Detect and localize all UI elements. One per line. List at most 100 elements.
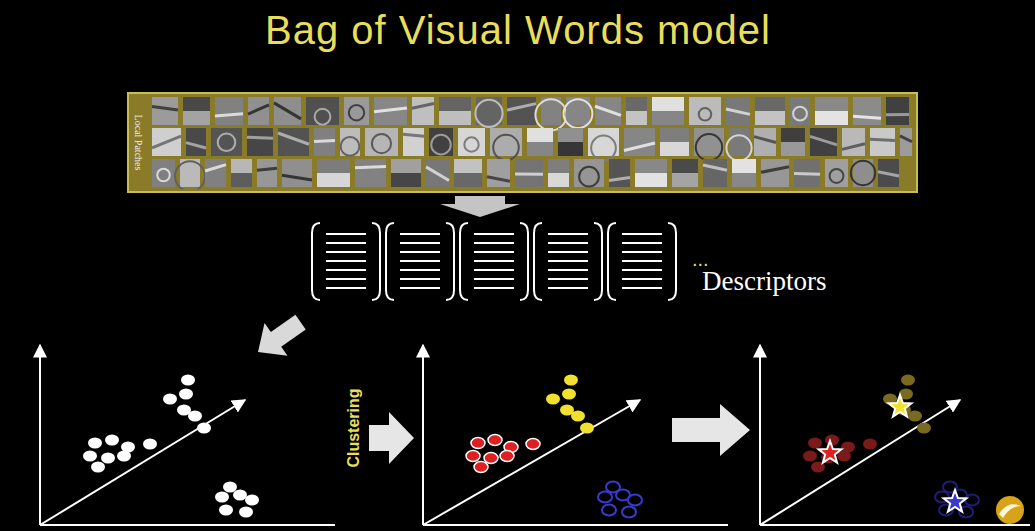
- image-patch: [507, 97, 536, 125]
- data-point: [628, 495, 642, 506]
- bracket: [446, 223, 454, 300]
- image-patch: [317, 159, 350, 187]
- patch-texture: [355, 166, 386, 167]
- centroid-star: [819, 441, 842, 463]
- patch-band: Local Patches: [127, 92, 918, 193]
- descriptor-line: [622, 278, 662, 280]
- data-point: [179, 389, 193, 400]
- patch-texture: [247, 137, 273, 138]
- image-patch: [314, 128, 335, 156]
- descriptor-line: [400, 251, 440, 253]
- bracket: [608, 223, 616, 300]
- image-patch: [853, 97, 881, 125]
- bracket: [534, 223, 542, 300]
- image-patch: [231, 159, 252, 187]
- bracket: [460, 223, 468, 300]
- image-patch: [815, 97, 848, 125]
- patch-texture: [152, 136, 181, 148]
- patch-texture: [464, 137, 478, 151]
- descriptor-vectors: [312, 223, 676, 300]
- patch-texture: [900, 136, 912, 142]
- patch-texture: [851, 161, 875, 185]
- image-patch: [183, 97, 210, 125]
- data-point: [484, 453, 498, 464]
- patch-texture: [317, 173, 350, 187]
- descriptor-line: [474, 278, 514, 280]
- image-patch: [426, 159, 449, 187]
- descriptor-line: [326, 233, 366, 235]
- image-patch: [205, 159, 226, 187]
- descriptor-line: [622, 233, 662, 235]
- descriptor-line: [326, 242, 366, 244]
- patch-texture: [218, 134, 236, 152]
- image-patch: [660, 128, 689, 156]
- image-patch: [412, 97, 434, 125]
- image-patch: [274, 97, 301, 125]
- descriptor-line: [548, 269, 588, 271]
- patch-texture: [548, 173, 569, 187]
- image-patch: [306, 97, 339, 125]
- image-patch: [340, 128, 360, 156]
- patch-texture: [558, 142, 583, 156]
- bracket: [386, 223, 394, 300]
- image-patch: [391, 159, 421, 187]
- centroid-star: [889, 395, 912, 417]
- image-patch: [248, 97, 269, 125]
- image-patch: [870, 128, 895, 156]
- patch-texture: [183, 111, 210, 125]
- image-patch: [344, 97, 369, 125]
- image-patch: [152, 97, 178, 125]
- patch-texture: [726, 109, 750, 114]
- bracket: [668, 223, 676, 300]
- data-point: [223, 482, 237, 493]
- patch-texture: [507, 104, 536, 110]
- patch-texture: [794, 172, 820, 176]
- data-point: [562, 389, 576, 400]
- patch-texture: [426, 167, 449, 181]
- patch-texture: [152, 106, 178, 110]
- image-patch: [754, 128, 776, 156]
- patch-texture: [703, 165, 727, 170]
- descriptor-line: [548, 278, 588, 280]
- data-point: [117, 451, 131, 462]
- descriptor-line: [326, 287, 366, 289]
- data-point: [546, 394, 560, 405]
- bracket: [372, 223, 380, 300]
- image-patch: [794, 159, 820, 187]
- image-patch: [635, 159, 667, 187]
- data-point: [215, 492, 229, 503]
- patch-texture: [282, 175, 312, 180]
- patch-texture: [314, 140, 335, 141]
- data-point: [500, 451, 514, 462]
- data-point: [101, 453, 115, 464]
- patch-texture: [626, 111, 647, 125]
- data-point: [181, 375, 195, 386]
- image-patch: [761, 159, 789, 187]
- image-patch: [624, 128, 655, 156]
- band-ground: [128, 93, 917, 192]
- data-point: [188, 411, 202, 422]
- logo: [996, 496, 1024, 524]
- image-patch: [374, 97, 407, 125]
- data-point: [917, 423, 931, 434]
- patch-texture: [564, 99, 593, 128]
- patch-texture: [475, 100, 502, 127]
- patch-texture: [372, 134, 391, 153]
- image-patch: [282, 159, 312, 187]
- patch-texture: [830, 169, 844, 183]
- data-point: [163, 394, 177, 405]
- data-point: [239, 507, 253, 518]
- patch-texture: [660, 142, 689, 156]
- patch-texture: [579, 167, 599, 187]
- descriptor-line: [326, 251, 366, 253]
- image-patch: [257, 159, 277, 187]
- data-point: [580, 423, 594, 434]
- patch-texture: [853, 116, 881, 118]
- patch-texture: [487, 177, 510, 182]
- descriptor-line: [400, 260, 440, 262]
- image-patch: [825, 159, 848, 187]
- image-patch: [652, 97, 684, 125]
- descriptor-line: [474, 287, 514, 289]
- patch-texture: [257, 168, 277, 170]
